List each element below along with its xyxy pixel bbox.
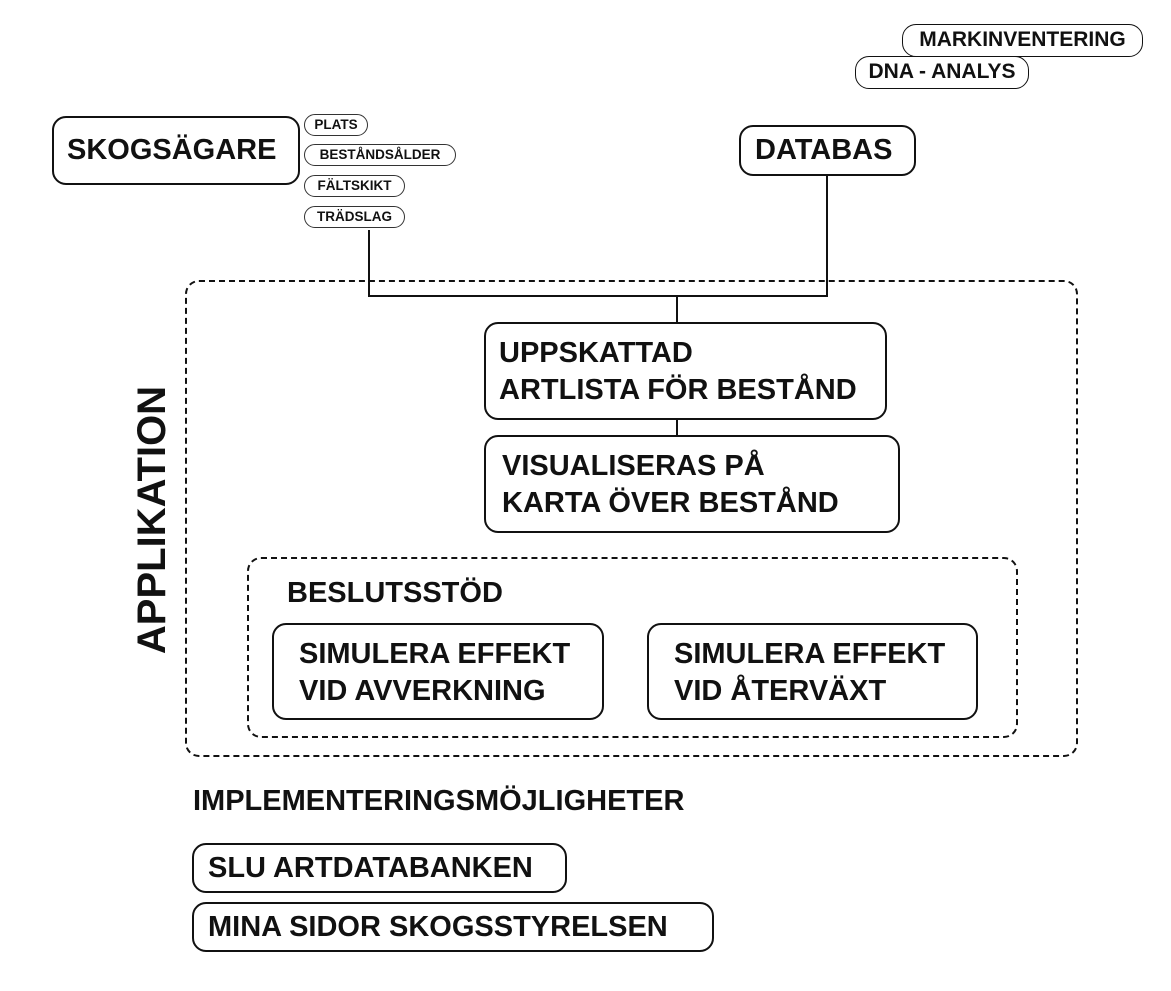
attribute-tag-plats: PLATS bbox=[304, 114, 368, 136]
estimated-species-list-line-1: UPPSKATTAD bbox=[499, 337, 693, 369]
regrowth-simulation-line-1: SIMULERA EFFEKT bbox=[674, 638, 946, 670]
implementation-heading: IMPLEMENTERINGSMÖJLIGHETER bbox=[193, 785, 685, 817]
forest-owner-box: SKOGSÄGARE bbox=[52, 116, 300, 185]
input-connector bbox=[368, 176, 828, 297]
implementation-option-mina-sidor-skogsstyrelsen: MINA SIDOR SKOGSSTYRELSEN bbox=[192, 902, 714, 952]
estimated-species-list-box: UPPSKATTAD ARTLISTA FÖR BESTÅND bbox=[484, 322, 887, 420]
estimated-species-list-line-2: ARTLISTA FÖR BESTÅND bbox=[499, 374, 857, 406]
decision-support-label: BESLUTSSTÖD bbox=[287, 577, 503, 609]
map-visualization-line-2: KARTA ÖVER BESTÅND bbox=[502, 487, 839, 519]
regrowth-simulation-line-2: VID ÅTERVÄXT bbox=[674, 675, 887, 707]
attribute-tag-tradslag: TRÄDSLAG bbox=[304, 206, 405, 228]
harvest-simulation-box: SIMULERA EFFEKT VID AVVERKNING bbox=[272, 623, 604, 720]
harvest-simulation-line-2: VID AVVERKNING bbox=[299, 675, 546, 707]
application-label: APPLIKATION bbox=[130, 385, 174, 655]
tag-markinventering: MARKINVENTERING bbox=[902, 24, 1143, 57]
implementation-option-slu-artdatabanken: SLU ARTDATABANKEN bbox=[192, 843, 567, 893]
regrowth-simulation-box: SIMULERA EFFEKT VID ÅTERVÄXT bbox=[647, 623, 978, 720]
application-container bbox=[185, 280, 1078, 757]
database-box: DATABAS bbox=[739, 125, 916, 176]
harvest-simulation-line-1: SIMULERA EFFEKT bbox=[299, 638, 571, 670]
attribute-tag-faltskikt: FÄLTSKIKT bbox=[304, 175, 405, 197]
decision-support-container bbox=[247, 557, 1018, 738]
map-visualization-box: VISUALISERAS PÅ KARTA ÖVER BESTÅND bbox=[484, 435, 900, 533]
tag-dna-analys: DNA - ANALYS bbox=[855, 56, 1029, 89]
map-visualization-line-1: VISUALISERAS PÅ bbox=[502, 450, 765, 482]
attribute-tag-bestandsalder: BESTÅNDSÅLDER bbox=[304, 144, 456, 166]
